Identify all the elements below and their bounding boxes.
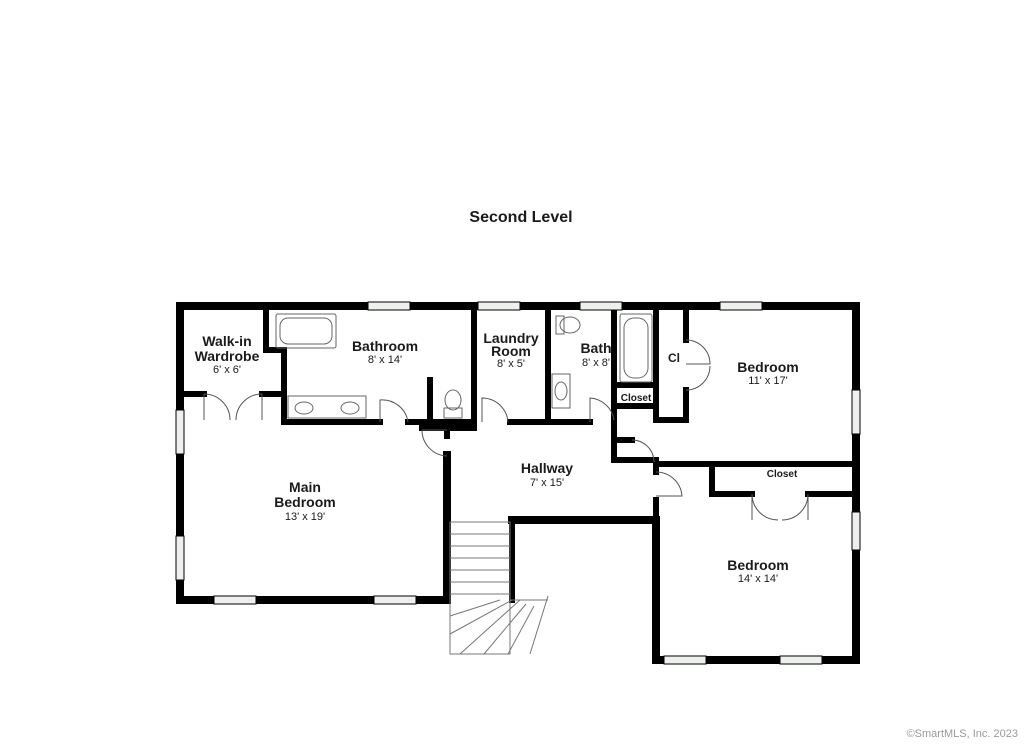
interior-walls <box>177 303 859 603</box>
bedroom1-dims: 11' x 17' <box>748 375 787 387</box>
windows <box>175 301 861 665</box>
closet-small-name: Closet <box>621 393 652 404</box>
room-labels: Walk-in Wardrobe 6' x 6' Bathroom 8' x 1… <box>195 330 799 585</box>
closet-bedroom2-name: Closet <box>767 469 798 480</box>
doors <box>203 339 809 521</box>
bedroom2-dims: 14' x 14' <box>738 573 778 585</box>
laundry-name-2: Room <box>491 343 531 359</box>
bedroom2-name: Bedroom <box>727 557 788 573</box>
bathroom-dims: 8' x 14' <box>368 354 402 366</box>
walkin-name-2: Wardrobe <box>195 348 260 364</box>
hallway-name: Hallway <box>521 460 573 476</box>
laundry-name-1: Laundry <box>483 330 538 346</box>
main-bedroom-dims: 13' x 19' <box>285 511 325 523</box>
hallway-dims: 7' x 15' <box>530 477 564 489</box>
fixtures <box>275 313 653 419</box>
laundry-dims: 8' x 5' <box>497 358 525 370</box>
bedroom1-name: Bedroom <box>737 359 798 375</box>
bath-name: Bath <box>580 340 611 356</box>
cl-name: Cl <box>668 351 680 365</box>
level-title: Second Level <box>469 209 572 226</box>
bathroom-name: Bathroom <box>352 338 418 354</box>
copyright-notice: ©SmartMLS, Inc. 2023 <box>906 728 1018 740</box>
bath-dims: 8' x 8' <box>582 357 610 369</box>
stairs <box>449 521 549 655</box>
walkin-dims: 6' x 6' <box>213 364 241 376</box>
walkin-name-1: Walk-in <box>202 333 251 349</box>
main-bedroom-name-1: Main <box>289 479 321 495</box>
main-bedroom-name-2: Bedroom <box>274 494 335 510</box>
